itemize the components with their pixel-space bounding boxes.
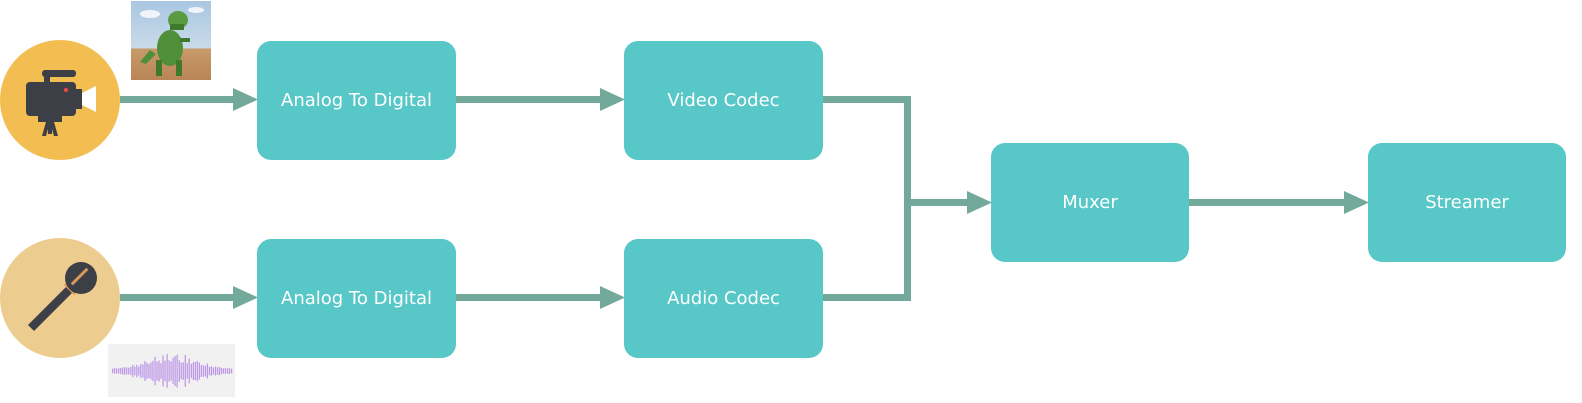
video-camera-icon [0, 40, 120, 160]
waveform-bar [126, 367, 128, 375]
waveform-bar [114, 368, 116, 374]
waveform-bar [204, 365, 207, 377]
waveform-bar [168, 360, 170, 382]
waveform-bar [122, 367, 124, 375]
waveform-bar [144, 361, 146, 381]
waveform-bar [134, 366, 136, 376]
waveform-bar [172, 357, 174, 385]
arrowhead-merge-to-muxer [967, 191, 992, 214]
waveform-bar [124, 367, 126, 375]
arrowhead-adc-to-audio-codec [600, 286, 625, 309]
waveform-bar [170, 361, 172, 381]
waveform-bar [140, 364, 142, 378]
waveform-bar [164, 360, 166, 382]
waveform-bar [138, 366, 140, 376]
connector-merge-to-muxer [904, 199, 970, 206]
waveform-bar [130, 367, 132, 375]
node-streamer: Streamer [1368, 143, 1566, 262]
node-audio-codec-label: Audio Codec [667, 288, 780, 309]
waveform-bar [184, 355, 186, 387]
waveform-bar [227, 368, 229, 374]
waveform-bar [162, 355, 164, 387]
node-audio-adc-label: Analog To Digital [281, 288, 432, 309]
waveform-bar [222, 368, 225, 374]
node-video-adc-label: Analog To Digital [281, 90, 432, 111]
waveform-bar [174, 356, 176, 386]
waveform-bar [176, 354, 178, 388]
node-video-adc: Analog To Digital [257, 41, 456, 160]
waveform-bar [182, 362, 184, 380]
waveform-bar [160, 363, 162, 379]
arrowhead-mic-to-adc [233, 286, 258, 309]
connector-adc-to-audio-codec [455, 294, 602, 301]
waveform-bar [229, 368, 231, 374]
waveform-bar [136, 364, 138, 378]
waveform-bar [190, 363, 192, 379]
connector-audio-codec-out [822, 294, 911, 301]
arrowhead-camera-to-adc [233, 88, 258, 111]
arrowhead-adc-to-video-codec [600, 88, 625, 111]
waveform-bar [212, 367, 215, 375]
node-audio-adc: Analog To Digital [257, 239, 456, 358]
waveform-bar [166, 354, 168, 388]
connectors [120, 88, 1369, 309]
waveform-bar [116, 368, 118, 374]
waveform-bar [142, 364, 144, 378]
waveform-bar [178, 360, 180, 382]
audio-waveform-image [108, 344, 235, 397]
waveform-bar [206, 363, 209, 379]
node-streamer-label: Streamer [1425, 192, 1509, 213]
waveform-bar [202, 365, 205, 377]
waveform-bar [180, 362, 182, 380]
arrowhead-muxer-to-streamer [1344, 191, 1369, 214]
waveform-bar [231, 368, 233, 374]
waveform-bar [224, 368, 227, 374]
waveform-bar [146, 362, 148, 380]
waveform-bar [194, 361, 196, 381]
connector-camera-to-adc [120, 96, 235, 103]
waveform-bar [192, 362, 194, 381]
waveform-bar [208, 366, 211, 376]
connector-video-codec-out [822, 96, 911, 103]
connector-adc-to-video-codec [455, 96, 602, 103]
connector-merge-vertical [904, 96, 911, 301]
node-muxer-label: Muxer [1062, 192, 1118, 213]
waveform-bar [210, 366, 213, 376]
node-video-codec-label: Video Codec [667, 90, 779, 111]
waveform-bar [118, 368, 120, 374]
waveform-bar [156, 361, 158, 381]
waveform-bar [198, 362, 200, 380]
microphone-icon [0, 238, 120, 358]
waveform-bar [214, 366, 217, 376]
node-muxer: Muxer [991, 143, 1189, 262]
waveform-bar [120, 368, 122, 374]
waveform-bar [158, 360, 160, 382]
waveform-bar [188, 358, 190, 384]
video-thumbnail-image [131, 1, 211, 80]
node-video-codec: Video Codec [624, 41, 823, 160]
waveform-bar [132, 365, 134, 377]
waveform-bar [196, 360, 198, 382]
node-audio-codec: Audio Codec [624, 239, 823, 358]
waveform-bar [128, 367, 130, 375]
waveform-bar [150, 362, 152, 380]
waveform-bar [152, 360, 154, 381]
waveform-bar [200, 365, 202, 377]
waveform-bar [220, 367, 223, 375]
waveform-bar [148, 364, 150, 378]
waveform-bar [218, 367, 221, 375]
connector-muxer-to-streamer [1188, 199, 1346, 206]
waveform-bar [154, 356, 156, 386]
waveform-bar [112, 368, 114, 374]
waveform-bar [216, 367, 219, 375]
waveform-bar [186, 363, 188, 379]
connector-mic-to-adc [120, 294, 235, 301]
